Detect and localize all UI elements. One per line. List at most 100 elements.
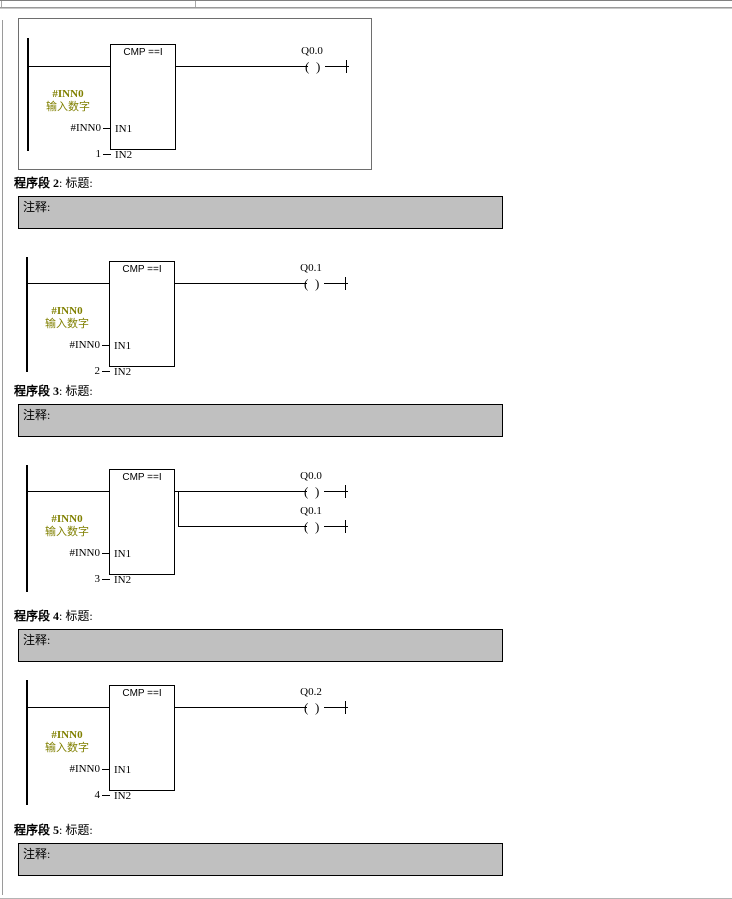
symbol-info-block: #INN0 输入数字 [32,729,102,755]
network-4-comment-bar[interactable]: 注释: [18,629,503,662]
output-coil[interactable]: Q0.2 ( ) [276,686,346,716]
pin-stub-in1 [103,128,111,129]
symbol-comment: 输入数字 [46,101,90,113]
coil-paren-open: ( [304,276,309,291]
toolbar-splitter-strip [0,0,732,9]
network-2-heading-word: 程序段 [14,176,51,190]
network-3-heading-word: 程序段 [14,384,51,398]
network-3-heading-number: 3 [53,384,60,398]
compare-pin-in1-label: IN1 [115,123,133,135]
network-4-ladder[interactable]: CMP ==I IN1 IN2 #INN0 4 #INN0 输入数字 Q0.2 … [18,670,372,810]
network-2-comment-text: 注释: [23,200,51,214]
compare-pin-in2-label: IN2 [115,149,133,161]
network-5-heading-title: : 标题: [59,823,93,837]
pin-stub-in2 [102,579,110,580]
pin-stub-in2 [103,154,111,155]
symbol-name: #INN0 [51,305,83,317]
network-2-heading-title: : 标题: [59,176,93,190]
symbol-comment: 输入数字 [45,318,89,330]
rung-end-bar [345,520,346,533]
operand-in1[interactable]: #INN0 [69,339,100,351]
symbol-info-block: #INN0 输入数字 [32,513,102,539]
symbol-comment: 输入数字 [45,742,89,754]
rung-end-bar [345,277,346,290]
canvas-right-border [730,20,731,895]
branch-wire-bottom-tail [324,526,348,527]
rung-wire-tail [324,283,348,284]
output-coil[interactable]: Q0.1 ( ) [276,262,346,292]
canvas-left-border [2,20,3,895]
compare-pin-in2-label: IN2 [114,790,132,802]
network-3-heading: 程序段 3: 标题: [14,382,93,399]
network-4-heading-word: 程序段 [14,609,51,623]
rung-end-bar [345,701,346,714]
coil-paren-close: ) [316,59,321,74]
network-5-heading: 程序段 5: 标题: [14,821,93,838]
compare-box-title: CMP ==I [122,688,162,699]
rung-wire-right [175,66,308,67]
power-rail [27,38,29,151]
network-5-heading-word: 程序段 [14,823,51,837]
coil-operand-label: Q0.0 [301,45,323,57]
operand-in2[interactable]: 1 [95,148,102,160]
network-5-comment-bar[interactable]: 注释: [18,843,503,876]
branch-connector [178,491,179,526]
output-coil[interactable]: Q0.0 ( ) [276,470,346,500]
network-4-comment-text: 注释: [23,633,51,647]
compare-box[interactable]: CMP ==I IN1 IN2 [109,261,175,378]
operand-in2[interactable]: 3 [94,573,101,585]
coil-operand-label: Q0.1 [300,262,322,274]
symbol-name: #INN0 [52,88,84,100]
coil-paren-close: ) [315,276,320,291]
network-3-comment-bar[interactable]: 注释: [18,404,503,437]
coil-paren-open: ( [305,59,310,74]
symbol-info-block: #INN0 输入数字 [33,88,103,114]
power-rail [26,680,28,805]
output-coil[interactable]: Q0.1 ( ) [276,505,346,535]
pane-divider-right[interactable] [195,1,196,7]
rung-wire-right [174,707,307,708]
branch-wire-top [175,491,307,492]
compare-box-title: CMP ==I [122,472,162,483]
branch-wire-bottom [178,526,307,527]
strip-rule-mid [0,7,732,8]
network-3-ladder[interactable]: CMP ==I IN1 IN2 #INN0 3 #INN0 输入数字 Q0.0 … [18,455,372,600]
coil-operand-label: Q0.0 [300,470,322,482]
coil-paren-close: ) [315,519,320,534]
output-coil[interactable]: Q0.0 ( ) [277,45,347,75]
operand-in1[interactable]: #INN0 [69,763,100,775]
operand-in2[interactable]: 2 [94,365,101,377]
program-canvas[interactable]: CMP ==I IN1 IN2 #INN0 1 #INN0 输入数字 Q0.0 … [0,9,732,899]
network-5-comment-text: 注释: [23,847,51,861]
rung-end-bar [346,60,347,73]
rung-wire-tail [325,66,349,67]
network-2-heading: 程序段 2: 标题: [14,174,93,191]
branch-wire-top-tail [324,491,348,492]
network-5-heading-number: 5 [53,823,60,837]
strip-rule-top [0,0,732,1]
compare-box[interactable]: CMP ==I IN1 IN2 [109,685,175,802]
pane-divider-left[interactable] [1,1,2,7]
compare-box[interactable]: CMP ==I IN1 IN2 [110,44,176,161]
operand-in1[interactable]: #INN0 [70,122,101,134]
network-2-comment-bar[interactable]: 注释: [18,196,503,229]
operand-in2[interactable]: 4 [94,789,101,801]
rung-wire-right [174,283,307,284]
rung-wire-left [28,66,110,67]
compare-pin-in1-label: IN1 [114,764,132,776]
operand-in1[interactable]: #INN0 [69,547,100,559]
coil-paren-open: ( [304,700,309,715]
symbol-name: #INN0 [51,513,83,525]
compare-box[interactable]: CMP ==I IN1 IN2 [109,469,175,586]
power-rail [26,257,28,372]
network-1-ladder[interactable]: CMP ==I IN1 IN2 #INN0 1 #INN0 输入数字 Q0.0 … [18,18,372,170]
symbol-name: #INN0 [51,729,83,741]
network-4-heading-number: 4 [53,609,60,623]
rung-wire-left [27,707,109,708]
network-2-ladder[interactable]: CMP ==I IN1 IN2 #INN0 2 #INN0 输入数字 Q0.1 … [18,247,372,378]
compare-pin-in2-label: IN2 [114,574,132,586]
symbol-info-block: #INN0 输入数字 [32,305,102,331]
compare-pin-in2-label: IN2 [114,366,132,378]
pin-stub-in2 [102,371,110,372]
rung-wire-tail [324,707,348,708]
